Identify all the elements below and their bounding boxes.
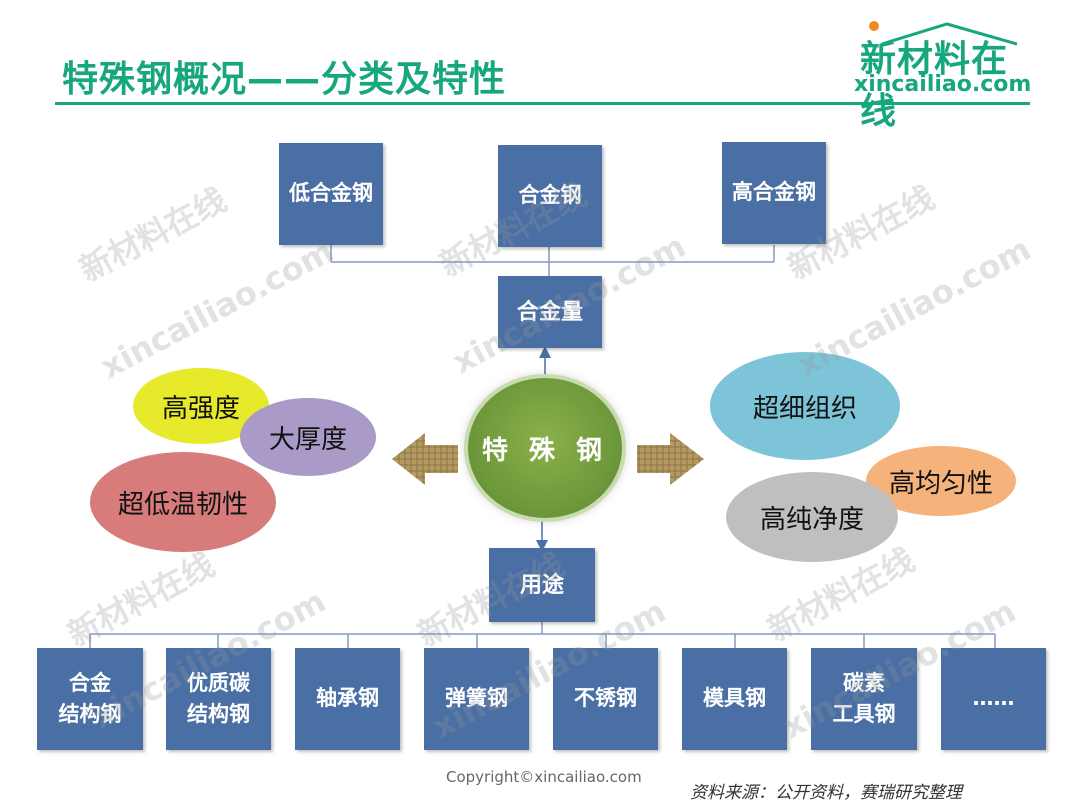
- logo-text-en: xincailiao.com: [854, 72, 1032, 97]
- box-carbon-tool-steel: 碳素 工具钢: [811, 648, 917, 750]
- ellipse-ultra-low-temp-toughness: 超低温韧性: [90, 452, 276, 552]
- center-special-steel: 特 殊 钢: [468, 378, 622, 518]
- ellipse-high-purity: 高纯净度: [726, 472, 898, 562]
- box-alloy-amount: 合金量: [498, 276, 602, 348]
- box-alloy-structural-steel: 合金 结构钢: [37, 648, 143, 750]
- box-more: ……: [941, 648, 1046, 750]
- box-high-alloy-steel: 高合金钢: [722, 142, 826, 244]
- box-spring-steel: 弹簧钢: [424, 648, 529, 750]
- title-underline: [55, 102, 1030, 105]
- box-low-alloy-steel: 低合金钢: [279, 143, 383, 245]
- box-stainless-steel: 不锈钢: [553, 648, 658, 750]
- ellipse-high-uniformity: 高均匀性: [866, 446, 1016, 516]
- source-note: 资料来源：公开资料，赛瑞研究整理: [690, 783, 962, 803]
- logo-text-cn: 新材料在线: [860, 39, 1009, 132]
- box-die-steel: 模具钢: [682, 648, 787, 750]
- roof-icon: [869, 21, 1018, 46]
- ellipse-large-thickness: 大厚度: [240, 398, 376, 476]
- box-usage: 用途: [489, 548, 595, 622]
- left-arrow: [392, 433, 458, 485]
- logo: 新材料在线 xincailiao.com: [852, 18, 1042, 132]
- page-title: 特殊钢概况——分类及特性: [62, 59, 507, 100]
- box-alloy-steel: 合金钢: [498, 145, 602, 247]
- box-bearing-steel: 轴承钢: [295, 648, 400, 750]
- box-quality-carbon-structural-steel: 优质碳 结构钢: [166, 648, 271, 750]
- copyright: Copyright©xincailiao.com: [446, 768, 642, 786]
- ellipse-ultrafine-structure: 超细组织: [710, 352, 900, 460]
- right-arrow: [637, 433, 704, 485]
